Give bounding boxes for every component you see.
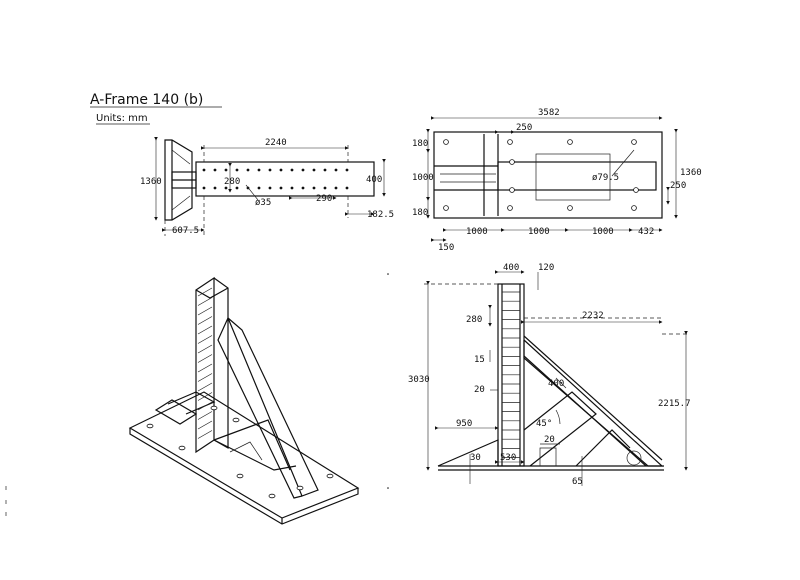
dim-20-right: 20 xyxy=(544,435,555,445)
dim-1000-b: 1000 xyxy=(528,227,550,237)
dim-1360: 1360 xyxy=(140,177,162,187)
dim-hole-79-5: ø79.5 xyxy=(592,173,619,183)
title-block: A-Frame 140 (b) Units: mm xyxy=(90,92,222,125)
dim-250-right: 250 xyxy=(670,181,686,191)
dim-290: 290 xyxy=(316,194,332,204)
dim-65: 65 xyxy=(572,477,583,487)
elevation-column xyxy=(497,283,525,467)
dim-1360-plan: 1360 xyxy=(680,168,702,178)
plan-base-plate xyxy=(433,131,663,219)
dim-180-top: 180 xyxy=(412,139,428,149)
dim-182-5: 182.5 xyxy=(367,210,394,220)
dim-150: 150 xyxy=(438,243,454,253)
dim-1000-v: 1000 xyxy=(412,173,434,183)
dim-400-top: 400 xyxy=(503,263,519,273)
plan-view: 3582 250 180 1000 180 1360 ø79.5 250 150… xyxy=(412,108,702,253)
side-view: 2240 1360 280 400 ø35 290 607.5 182.5 xyxy=(140,137,394,236)
bolt-hole-pattern xyxy=(202,168,349,190)
dim-2240: 2240 xyxy=(265,138,287,148)
units-label: Units: mm xyxy=(96,113,148,124)
isometric-view xyxy=(128,276,360,525)
dim-2232: 2232 xyxy=(582,311,604,321)
side-beam xyxy=(195,161,375,197)
drawing-title: A-Frame 140 (b) xyxy=(90,92,203,108)
dim-3030: 3030 xyxy=(408,375,430,385)
dim-950: 950 xyxy=(456,419,472,429)
dim-45-deg: 45° xyxy=(536,419,552,429)
dim-280: 280 xyxy=(224,177,240,187)
dim-400-strut: 400 xyxy=(548,379,564,389)
dim-hole-dia: ø35 xyxy=(255,198,271,208)
dim-1000-c: 1000 xyxy=(592,227,614,237)
dim-432: 432 xyxy=(638,227,654,237)
dim-20-left: 20 xyxy=(474,385,485,395)
dim-1000-a: 1000 xyxy=(466,227,488,237)
plan-hole-pattern xyxy=(443,139,639,211)
elevation-view: 400 120 280 2232 15 3030 400 20 2215.7 4… xyxy=(408,263,691,487)
dim-30: 30 xyxy=(470,453,481,463)
sheet-marks xyxy=(5,273,389,516)
dim-280-elev: 280 xyxy=(466,315,482,325)
dim-3582: 3582 xyxy=(538,108,560,118)
dim-2215-7: 2215.7 xyxy=(658,399,691,409)
dim-400: 400 xyxy=(366,175,382,185)
dim-530: 530 xyxy=(500,453,516,463)
dim-120: 120 xyxy=(538,263,554,273)
dim-180-bottom: 180 xyxy=(412,208,428,218)
dim-607-5: 607.5 xyxy=(172,226,199,236)
dim-250-top: 250 xyxy=(516,123,532,133)
dim-15: 15 xyxy=(474,355,485,365)
